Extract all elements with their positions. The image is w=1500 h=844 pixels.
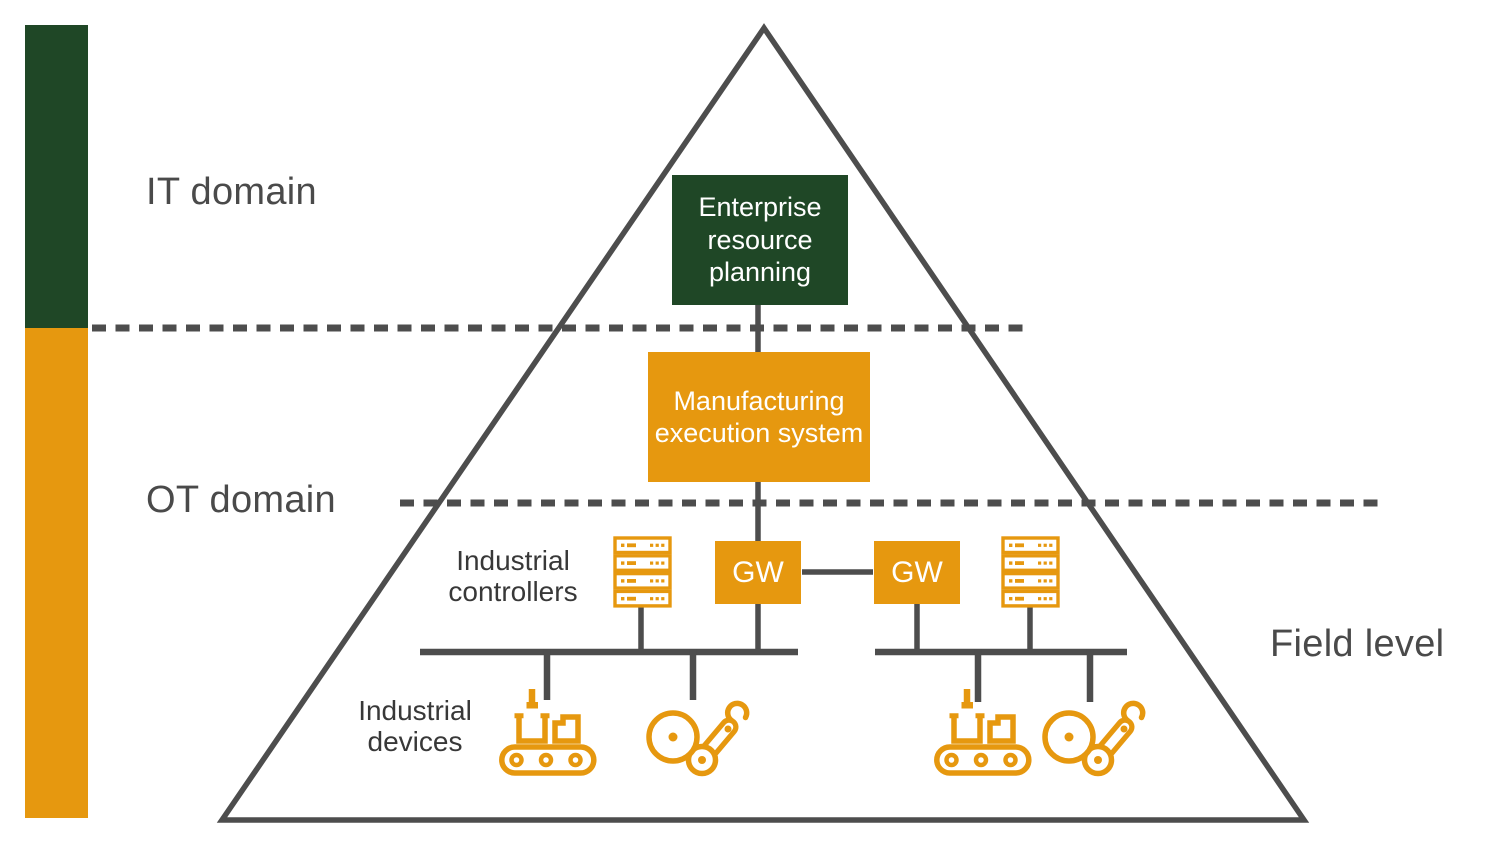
server-stack-icon	[1003, 538, 1058, 606]
industrial-controllers-label: Industrial controllers	[448, 545, 578, 608]
gateway-left-node: GW	[715, 541, 801, 604]
robot-arm-icon	[1045, 703, 1143, 773]
robot-arm-icon	[649, 703, 747, 773]
pyramid-outline	[216, 23, 1310, 823]
industrial-devices-label: Industrial devices	[358, 695, 472, 758]
erp-node: Enterprise resource planning	[672, 175, 848, 305]
it-domain-bar	[25, 25, 88, 328]
it-domain-label: IT domain	[146, 171, 317, 213]
server-stack-icon	[615, 538, 670, 606]
conveyor-belt-icon	[502, 689, 594, 773]
ot-domain-bar	[25, 328, 88, 818]
ot-domain-label: OT domain	[146, 479, 336, 521]
field-level-label: Field level	[1270, 623, 1445, 665]
mes-node: Manufacturing execution system	[648, 352, 870, 482]
conveyor-belt-icon	[937, 689, 1029, 773]
gateway-right-node: GW	[874, 541, 960, 604]
